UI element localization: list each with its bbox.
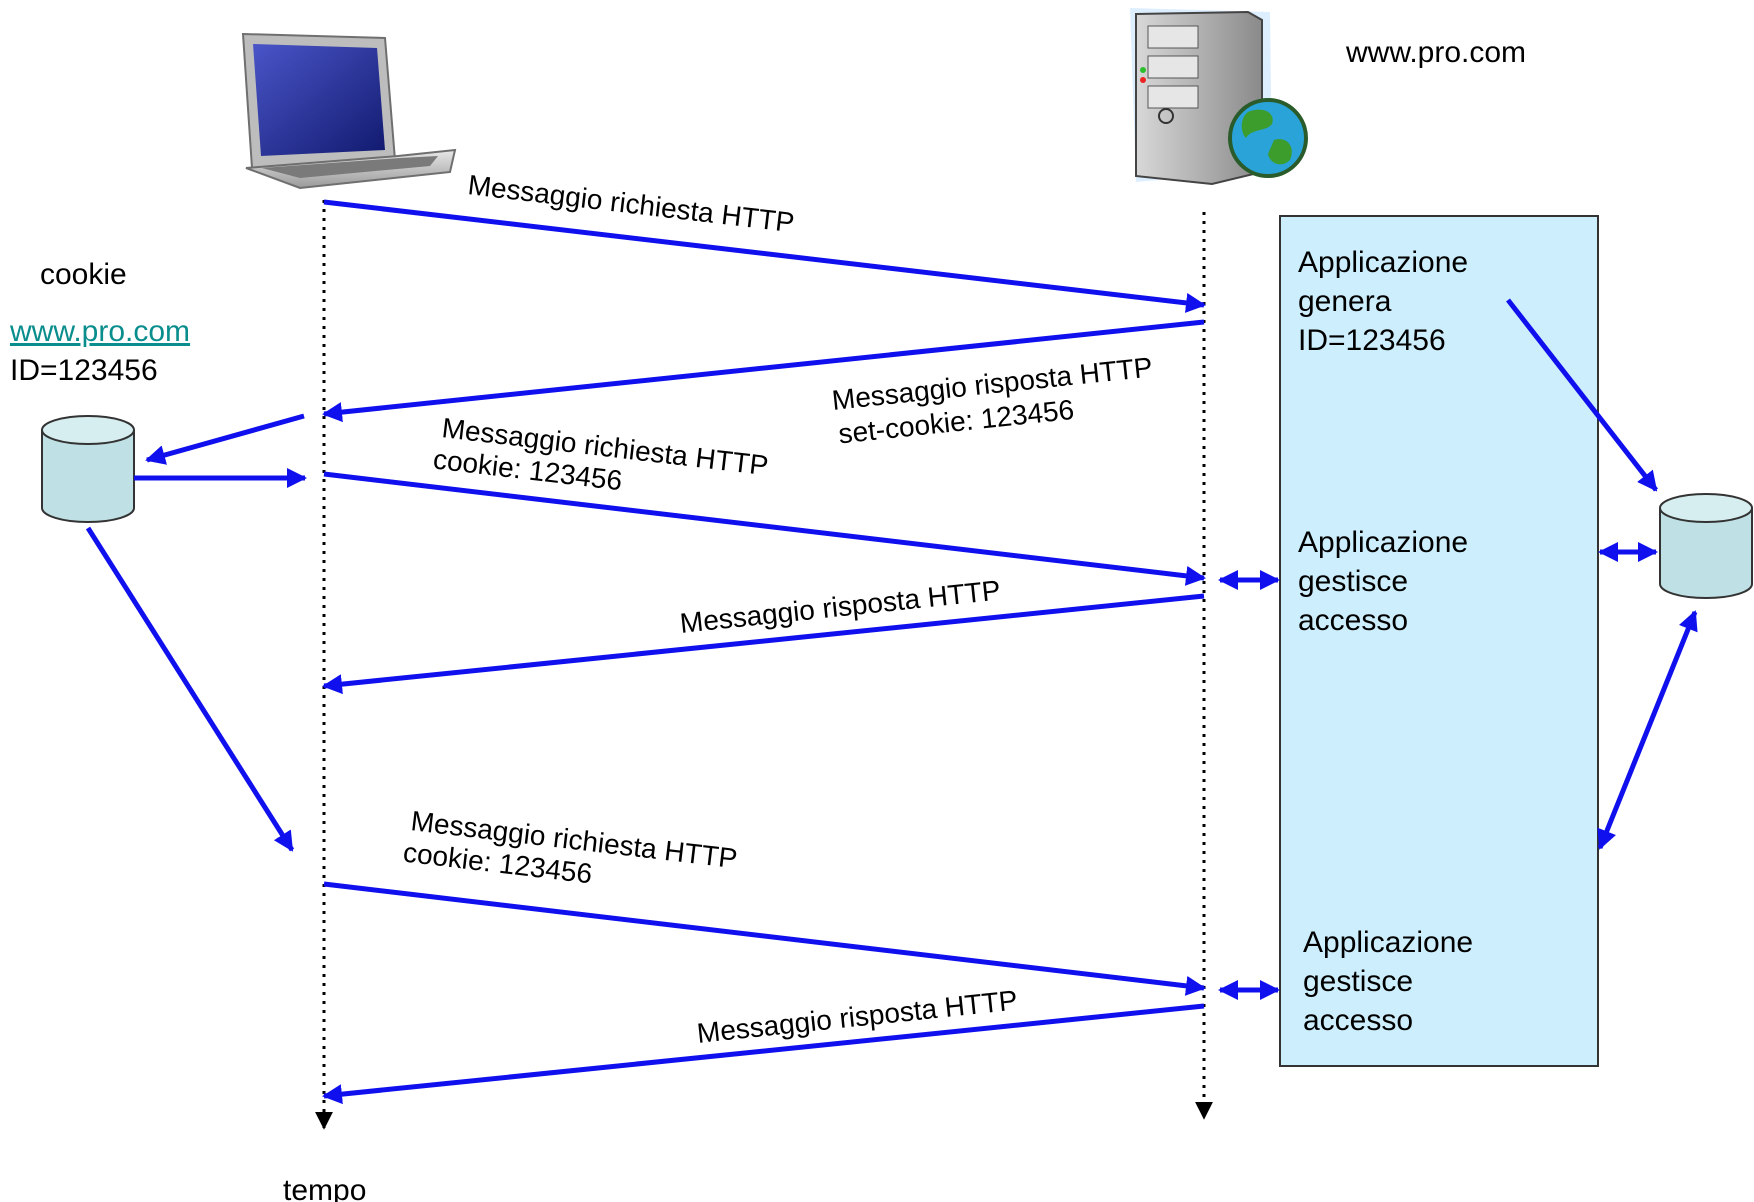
request-1-label: Messaggio richiesta HTTP <box>466 169 796 238</box>
request-3-arrow <box>323 881 1206 996</box>
cookie-id: ID=123456 <box>10 354 158 387</box>
access-db-arrow <box>1597 610 1698 850</box>
app-step-1-label: Applicazione genera ID=123456 <box>1298 246 1476 357</box>
app-step-3-label: Applicazione gestisce accesso <box>1303 926 1481 1037</box>
server-name: www.pro.com <box>1345 36 1526 69</box>
save-id-arrow <box>1506 298 1658 492</box>
store-cookie-arrow <box>145 413 305 465</box>
response-2-label: Messaggio risposta HTTP <box>678 574 1002 638</box>
response-2-arrow <box>322 593 1205 695</box>
request-1-arrow <box>323 199 1206 313</box>
reuse-cookie-arrow <box>85 526 295 852</box>
response-1-arrow <box>322 319 1205 423</box>
laptop-icon <box>241 32 457 190</box>
request-3-label: Messaggio richiesta HTTP cookie: 123456 <box>402 805 747 907</box>
cookie-site-link[interactable]: www.pro.com <box>9 315 190 348</box>
cookie-title: cookie <box>40 258 127 291</box>
server-application-box <box>1279 215 1599 1067</box>
request-2-arrow <box>323 471 1206 586</box>
time-axis-label: tempo <box>283 1174 366 1202</box>
response-3-arrow <box>322 1003 1205 1105</box>
client-database-icon <box>41 415 135 523</box>
response-1-label: Messaggio risposta HTTP set-cookie: 1234… <box>830 351 1164 450</box>
server-database-icon <box>1659 493 1753 599</box>
app-step-2-label: Applicazione gestisce accesso <box>1298 526 1476 637</box>
globe-icon <box>1228 98 1308 178</box>
request-2-label: Messaggio richiesta HTTP cookie: 123456 <box>432 412 778 514</box>
